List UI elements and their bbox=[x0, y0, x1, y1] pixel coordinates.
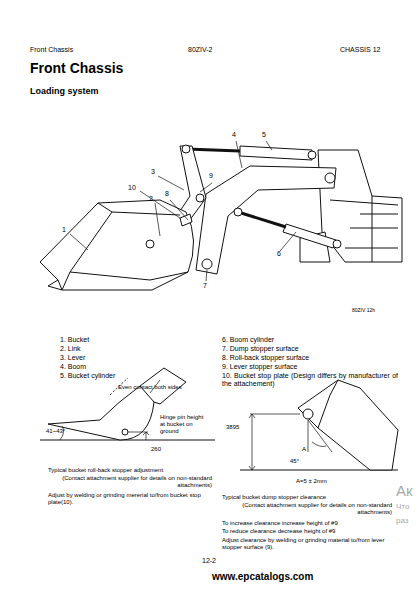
watermark-url: www.epcatalogs.com bbox=[212, 571, 313, 583]
dimension-label: 260 bbox=[151, 446, 161, 453]
watermark: Что bbox=[396, 502, 409, 511]
stop-plate bbox=[180, 214, 192, 226]
note-text: Even contact both sides bbox=[118, 384, 182, 391]
header-text: Front Chassis bbox=[30, 46, 73, 54]
callout-number: 10 bbox=[128, 184, 136, 192]
callout-number: 7 bbox=[203, 282, 207, 290]
leader-line bbox=[70, 141, 296, 281]
note-text: Adjust clearance by welding or grinding … bbox=[222, 537, 398, 551]
note-text: (Contact attachment supplier for details… bbox=[232, 502, 392, 516]
parts-list-item: 7. Dump stopper surface bbox=[222, 345, 299, 353]
callout-number: 5 bbox=[262, 131, 266, 139]
callout-number: 4 bbox=[232, 131, 236, 139]
callout-number: 8 bbox=[165, 190, 169, 198]
figure-caption: Typical bucket roll-back stopper adjustm… bbox=[48, 467, 163, 474]
rollback-figure bbox=[40, 368, 215, 440]
parts-list-item: 1. Bucket bbox=[60, 336, 89, 344]
angle-label: 45° bbox=[290, 458, 299, 465]
callout-number: 9 bbox=[209, 172, 213, 180]
boom bbox=[196, 166, 336, 274]
dimension-label: A bbox=[302, 446, 306, 453]
dimension-label: 3895 bbox=[226, 424, 239, 431]
parts-list-item: 8. Roll-back stopper surface bbox=[222, 354, 309, 362]
figure-id: 80ZIV 12h bbox=[352, 308, 375, 314]
dimension-label: A=5 ± 2mm bbox=[296, 478, 327, 485]
boom-cylinder bbox=[238, 212, 341, 248]
callout-number: 3 bbox=[151, 168, 155, 176]
note-text: (Contact attachment supplier for details… bbox=[60, 475, 212, 489]
parts-list-item: 10. Bucket stop plate (Design differs by… bbox=[222, 372, 398, 388]
header-text: CHASSIS 12 bbox=[340, 46, 380, 54]
figure-caption: Typical bucket dump stopper clearance bbox=[222, 494, 326, 501]
parts-list-item: 9. Lever stopper surface bbox=[222, 363, 298, 371]
watermark: раз bbox=[396, 516, 408, 525]
note-text: To increase clearance increase height of… bbox=[222, 520, 338, 527]
parts-list-item: 6. Boom cylinder bbox=[222, 336, 274, 344]
parts-list-item: 2. Link bbox=[60, 345, 81, 353]
bucket-cylinder bbox=[186, 146, 316, 160]
header-text: 80ZIV-2 bbox=[188, 46, 213, 54]
frame-detail bbox=[330, 196, 398, 262]
callout-number: 6 bbox=[277, 250, 281, 258]
section-heading: Loading system bbox=[30, 86, 99, 96]
parts-list-item: 5. Bucket cylinder bbox=[60, 372, 115, 380]
dump-figure bbox=[240, 380, 398, 470]
page-number: 12-2 bbox=[202, 557, 216, 565]
note-text: To reduce clearance decrease height of #… bbox=[222, 528, 335, 535]
page-title: Front Chassis bbox=[30, 60, 123, 76]
bucket bbox=[40, 200, 212, 290]
callout-number: 1 bbox=[62, 226, 66, 234]
angle-label: 41~43° bbox=[46, 428, 65, 435]
callout-number: 2 bbox=[149, 195, 153, 203]
parts-list-item: 3. Lever bbox=[60, 354, 85, 362]
parts-list-item: 4. Boom bbox=[60, 363, 86, 371]
note-text: Hinge pin height at bucket on ground bbox=[160, 414, 206, 435]
watermark: Ак bbox=[396, 482, 413, 499]
note-text: Adjust by welding or grinding mererial t… bbox=[48, 492, 213, 506]
